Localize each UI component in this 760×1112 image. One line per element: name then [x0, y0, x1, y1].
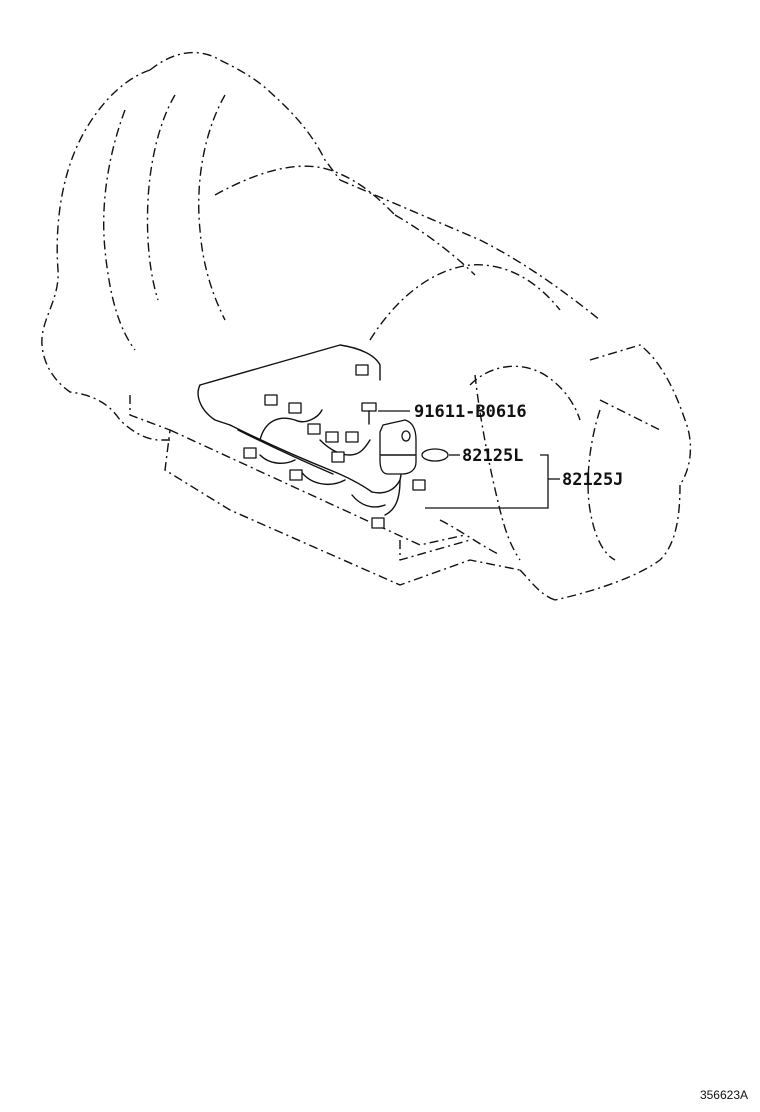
connector-icon [412, 479, 426, 491]
connector-icon [355, 364, 369, 376]
gasket-icon [421, 448, 449, 462]
harness-connector-icon [379, 419, 417, 475]
connector-icon [288, 402, 302, 414]
connector-icon [331, 451, 345, 463]
bolt-icon [361, 402, 377, 425]
connector-icon [243, 447, 257, 459]
connector-icon [345, 431, 359, 443]
callout-harness: 82125J [562, 470, 623, 490]
connector-icon [307, 423, 321, 435]
connector-icon [264, 394, 278, 406]
wire-harness [197, 344, 426, 529]
diagram-reference: 356623A [700, 1088, 748, 1102]
callout-bolt: 91611-B0616 [414, 402, 527, 422]
connector-icon [371, 517, 385, 529]
harness-leader [425, 454, 549, 509]
callout-gasket: 82125L [462, 446, 523, 466]
connector-icon [289, 469, 303, 481]
transmission-outline [41, 51, 692, 601]
connector-icon [325, 431, 339, 443]
